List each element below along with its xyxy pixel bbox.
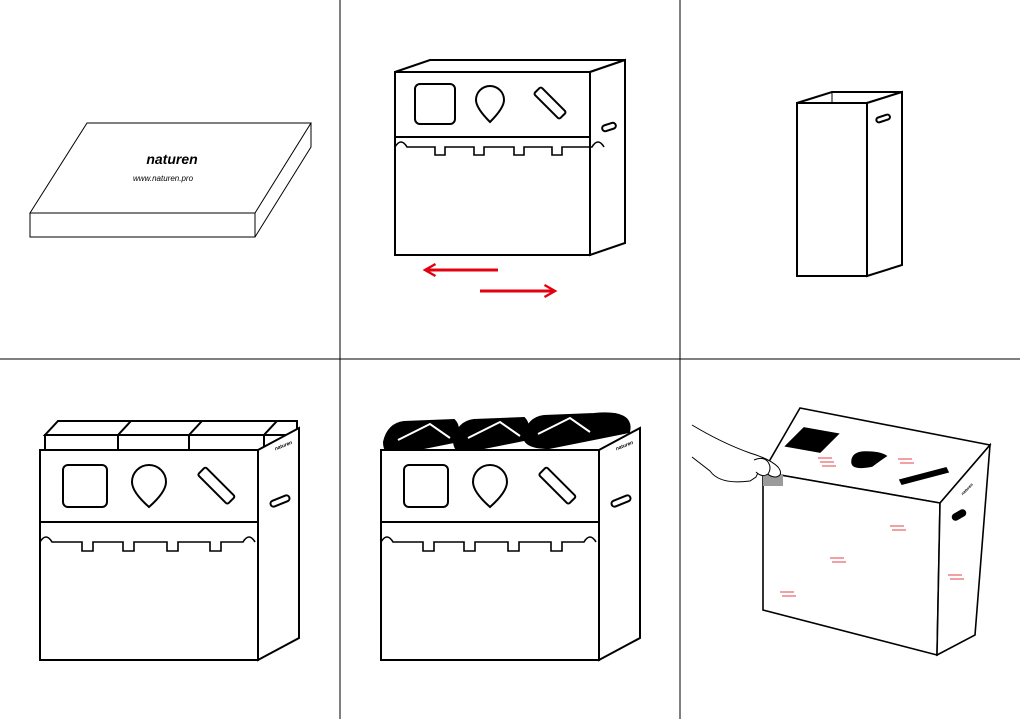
bin-handle <box>875 113 891 124</box>
drop-slot-icon <box>130 464 168 509</box>
bar-slot-icon <box>898 467 950 485</box>
brand-url: www.naturen.pro <box>133 174 194 183</box>
drop-slot-icon <box>851 451 888 469</box>
side-handle <box>269 494 291 508</box>
square-slot-icon <box>403 464 449 508</box>
panel-3-inner-bin <box>796 90 903 278</box>
grey-tab <box>763 474 783 486</box>
panel-5-bags-fitted: naturen <box>380 412 641 662</box>
drop-slot-icon <box>474 85 506 124</box>
tape-marks <box>780 457 964 597</box>
bar-slot-icon <box>538 466 577 505</box>
square-slot-icon <box>62 464 108 508</box>
square-slot-icon <box>414 83 456 125</box>
panel-4-bins-inserted: naturen <box>39 420 300 662</box>
panel-2-outer-box <box>394 58 626 299</box>
bar-slot-icon <box>197 466 236 505</box>
square-slot-icon <box>784 427 840 453</box>
trash-bags <box>382 412 631 456</box>
bar-slot-icon <box>533 86 567 120</box>
drop-slot-icon <box>471 464 509 509</box>
brand-logo: naturen <box>146 151 197 167</box>
side-handle <box>610 494 632 508</box>
side-handle <box>951 509 967 521</box>
side-handle <box>601 121 617 133</box>
panel-6-closed-box: naturen <box>691 407 992 657</box>
panel-1-flat-pack: naturen www.naturen.pro <box>29 122 312 238</box>
